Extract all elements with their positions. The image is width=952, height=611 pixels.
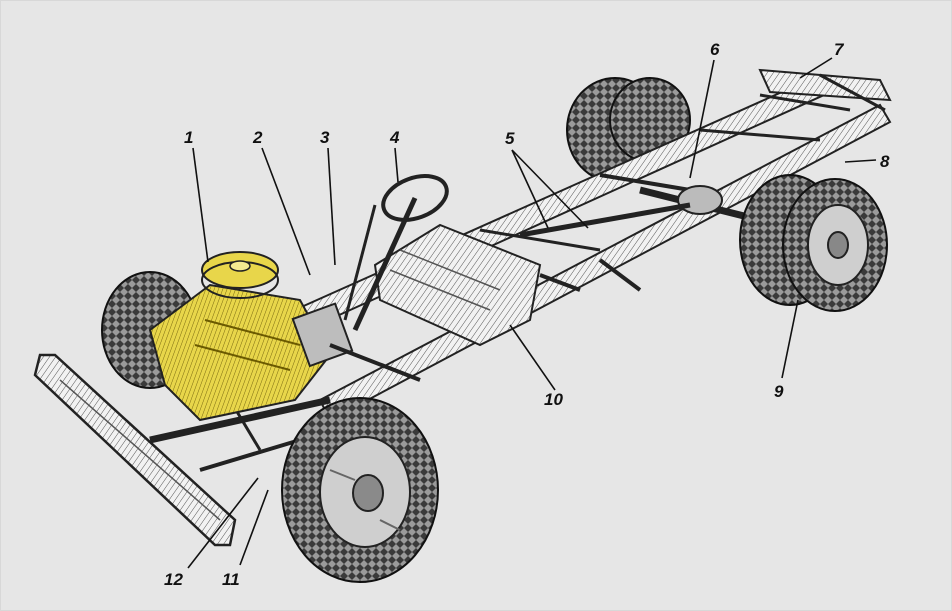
callout-11: 11 <box>222 570 240 589</box>
callout-12: 12 <box>164 570 183 589</box>
leader-2 <box>261 147 311 276</box>
callout-9: 9 <box>774 382 784 401</box>
rear-right-wheel <box>739 174 888 312</box>
leader-9 <box>781 299 799 379</box>
callout-1: 1 <box>184 128 193 147</box>
leader-8 <box>844 159 877 163</box>
callout-6: 6 <box>710 40 720 59</box>
front-bumper <box>33 353 237 547</box>
leader-11 <box>239 489 269 566</box>
leader-10 <box>509 324 556 391</box>
callout-3: 3 <box>320 128 330 147</box>
leader-12 <box>187 477 259 569</box>
leader-lines <box>187 57 877 569</box>
steering-assembly <box>343 174 449 332</box>
leader-4 <box>394 147 399 183</box>
leader-5b <box>511 149 589 229</box>
leader-3 <box>327 147 336 266</box>
callout-2: 2 <box>252 128 263 147</box>
leader-5a <box>511 149 549 229</box>
engine-block <box>148 251 421 422</box>
leader-7 <box>799 57 833 79</box>
callout-5: 5 <box>505 129 515 148</box>
front-right-wheel <box>281 397 439 583</box>
callout-7: 7 <box>834 40 845 59</box>
rear-left-wheel <box>566 77 691 183</box>
callout-4: 4 <box>389 128 400 147</box>
callout-10: 10 <box>544 390 563 409</box>
callout-labels: 1 2 3 4 5 6 7 8 9 10 11 12 <box>164 40 890 589</box>
leader-1 <box>192 147 209 263</box>
fuel-tank <box>373 223 581 347</box>
callout-8: 8 <box>880 152 890 171</box>
leader-6 <box>689 59 715 179</box>
